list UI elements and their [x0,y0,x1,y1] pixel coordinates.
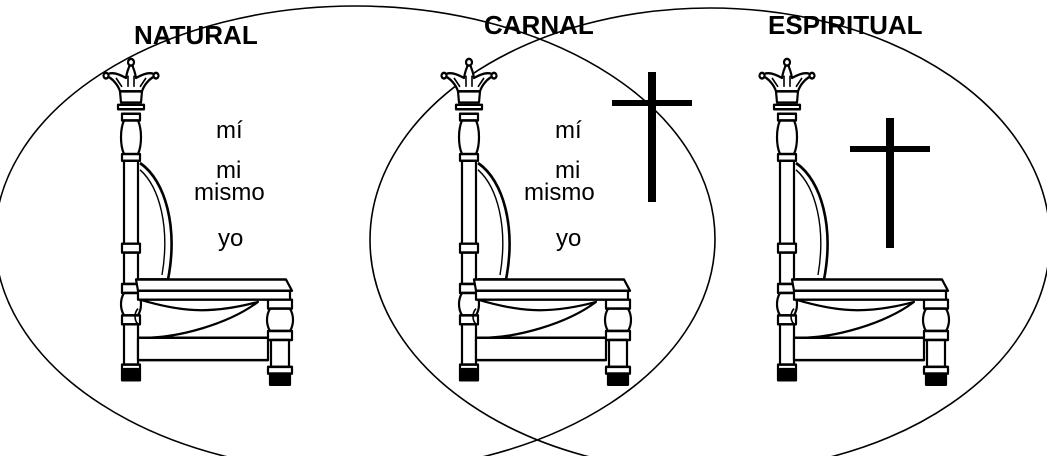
word-natural-yo: yo [218,225,243,252]
cross-carnal-icon [612,72,692,202]
throne-espiritual-icon [758,57,951,387]
title-natural: NATURAL [134,20,258,50]
word-carnal-mismo: mismo [524,179,595,206]
natural-circle [0,5,716,461]
title-carnal: CARNAL [484,10,594,40]
throne-natural-icon [102,57,295,387]
word-carnal-yo: yo [556,225,581,252]
word-carnal-mi: mi [555,157,580,184]
title-espiritual: ESPIRITUAL [768,10,923,40]
espiritual-circle [369,7,1047,461]
cross-espiritual-icon [850,118,930,248]
word-natural-mismo: mismo [194,179,265,206]
word-natural-mi-accent: mí [216,117,243,144]
word-natural-mi: mi [216,157,241,184]
throne-carnal-icon [440,57,633,387]
word-carnal-mi-accent: mí [555,117,582,144]
